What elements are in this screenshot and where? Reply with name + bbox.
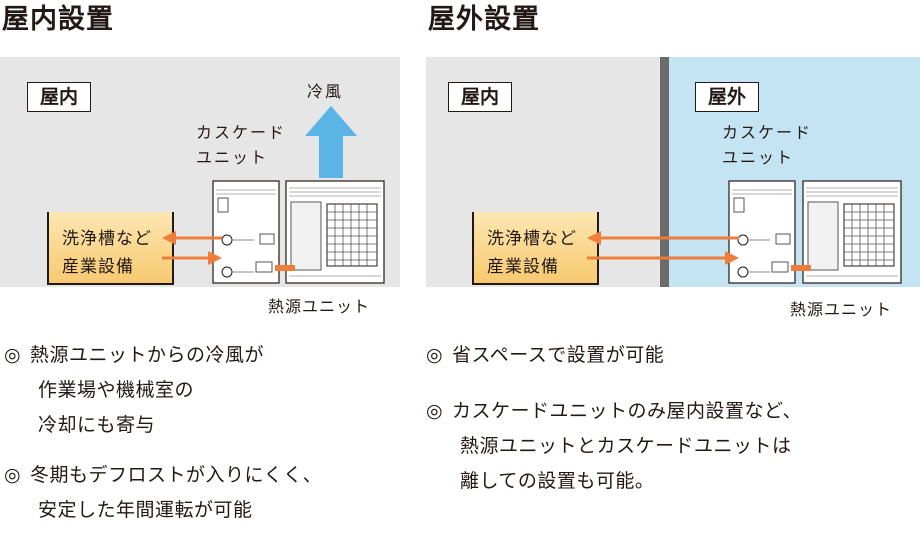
right-heat-source-unit-icon [802,180,902,284]
right-bullet-1: ◎ 省スペースで設置が可能 [426,346,664,365]
left-bullet-2-line-1: 冬期もデフロストが入りにくく、 [30,464,323,486]
right-cascade-unit-icon [728,180,796,284]
left-bullet-1: ◎ 熱源ユニットからの冷風が [4,346,264,365]
right-room-label-outdoor: 屋外 [695,82,760,112]
right-heading: 屋外設置 [428,4,540,35]
left-bullet-1-line-1: 熱源ユニットからの冷風が [30,344,265,366]
left-bullet-1-line-3: 冷却にも寄与 [38,414,156,436]
right-bullet-1-line-1: 省スペースで設置が可能 [452,344,665,366]
left-cascade-label-1: カスケード [196,123,287,142]
left-flow-arrows-icon [162,231,222,265]
right-bullet-2-line-3: 離しての設置も可能。 [460,470,655,492]
left-room-label: 屋内 [27,82,92,112]
left-bullet-2: ◎ 冬期もデフロストが入りにくく、 [4,466,322,485]
right-cascade-label-2: ユニット [722,148,795,167]
right-cascade-label-1: カスケード [722,123,813,142]
right-tank-line-2: 産業設備 [487,257,559,277]
cold-air-arrow-icon [305,106,357,178]
cold-air-label: 冷風 [307,82,344,101]
bullet-mark-icon: ◎ [426,344,444,366]
left-tank-line-1: 洗浄槽など [62,229,152,249]
wall-divider [660,57,669,287]
right-tank [472,212,599,285]
right-bullet-2: ◎ カスケードユニットのみ屋内設置など、 [426,402,802,421]
bullet-mark-icon: ◎ [426,400,444,422]
left-bullet-1-line-2: 作業場や機械室の [38,379,195,401]
right-bullet-2-line-2: 熱源ユニットとカスケードユニットは [460,435,792,457]
bullet-mark-icon: ◎ [4,344,22,366]
right-heat-source-label: 熱源ユニット [790,300,893,319]
right-flow-arrows-icon [587,231,739,265]
left-heading: 屋内設置 [2,4,114,35]
left-tank-line-2: 産業設備 [62,257,134,277]
left-bullet-2-line-2: 安定した年間運転が可能 [38,499,253,521]
left-cascade-unit-icon [212,180,280,284]
right-room-label-indoor: 屋内 [448,82,513,112]
right-tank-line-1: 洗浄槽など [487,229,577,249]
bullet-mark-icon: ◎ [4,464,22,486]
right-unit-pipe [791,265,811,271]
left-heat-source-label: 熱源ユニット [268,297,371,316]
left-cascade-label-2: ユニット [196,148,269,167]
right-bullet-2-line-1: カスケードユニットのみ屋内設置など、 [452,400,803,422]
left-tank [47,212,174,285]
left-unit-pipe [275,265,295,271]
left-heat-source-unit-icon [285,180,385,284]
